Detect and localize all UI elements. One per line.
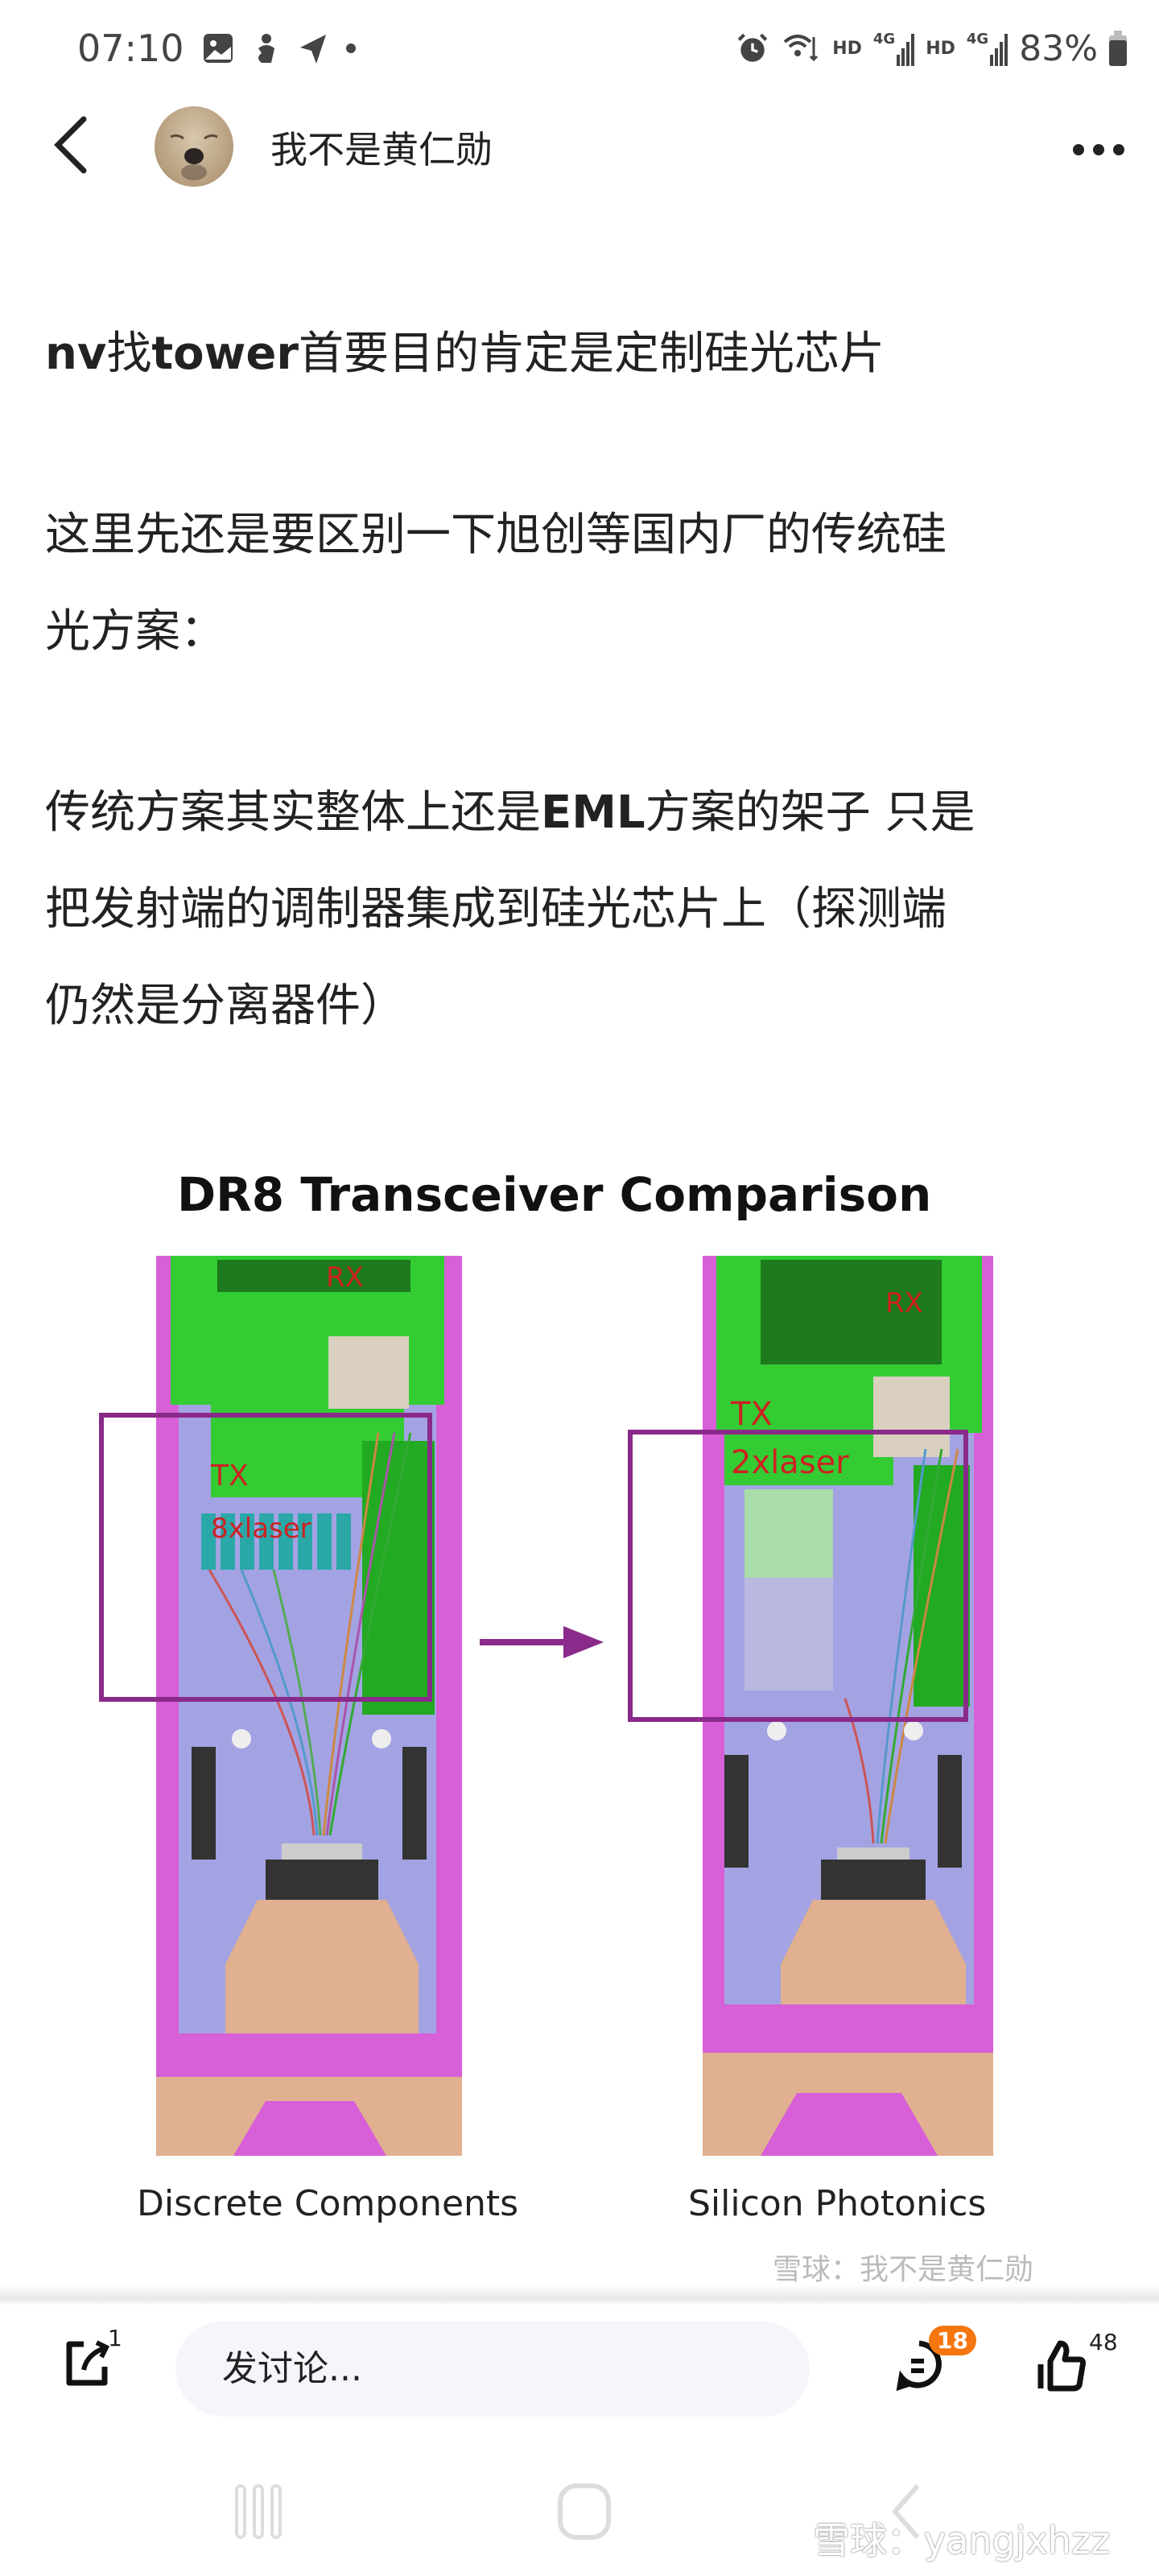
left-connector <box>328 1336 409 1409</box>
text-line: 把发射端的调制器集成到硅光芯片上（探测端 <box>45 883 947 935</box>
app-notification-icon <box>258 34 274 63</box>
figure-title: DR8 Transceiver Comparison <box>177 1167 932 1222</box>
battery-percent: 83% <box>1019 27 1098 69</box>
text-line: 这里先还是要区别一下旭创等国内厂的传统硅 <box>45 509 947 561</box>
comments-button[interactable]: 18 <box>893 2326 976 2395</box>
text: 方案的架子 只是 <box>645 786 975 839</box>
comment-input[interactable]: 发讨论... <box>175 2322 810 2417</box>
left-pcb-side <box>362 1441 435 1715</box>
dot-icon <box>345 43 356 53</box>
right-laser-label: 2xlaser <box>731 1444 849 1481</box>
telegram-icon <box>299 35 326 64</box>
text-line: 仍然是分离器件） <box>45 980 406 1032</box>
user-name[interactable]: 我不是黄仁勋 <box>270 128 493 171</box>
bottom-bar-divider <box>0 2285 1159 2306</box>
left-connector-body <box>225 1900 419 2037</box>
text-line: 光方案： <box>45 605 225 658</box>
discrete-module-drawing: RX TX 8xlaser <box>156 1256 462 2156</box>
more-options-button[interactable] <box>1070 129 1127 166</box>
wifi-icon <box>783 35 819 62</box>
left-laser-label: 8xlaser <box>211 1513 311 1545</box>
hd-label: HD <box>926 38 955 59</box>
hd-signal-icon: 4G <box>872 31 915 66</box>
post-paragraph-1: nv找tower首要目的肯定是定制硅光芯片 <box>45 306 1124 402</box>
hd-label: HD <box>832 38 862 59</box>
right-rx-label: RX <box>885 1287 923 1319</box>
more-horizontal-icon <box>1073 144 1124 155</box>
hd-signal-icon: 4G <box>967 31 1008 66</box>
gallery-icon <box>203 34 233 63</box>
left-fibers <box>208 1432 412 1836</box>
comment-count-badge: 18 <box>929 2326 976 2355</box>
network-label: 4G <box>966 31 989 47</box>
back-button[interactable] <box>45 113 93 177</box>
dog-avatar-image <box>170 134 218 180</box>
text-line: 传统方案其实整体上还是EML方案的架子 只是 <box>45 765 1124 861</box>
left-spring <box>192 1747 216 1860</box>
share-button[interactable]: 1 <box>61 2325 122 2394</box>
text: 找 <box>106 328 152 380</box>
left-laser-array <box>201 1513 351 1570</box>
left-screw <box>372 1729 391 1748</box>
app-watermark: 雪球：yangjxhzz <box>813 2519 1111 2562</box>
left-rx-label: RX <box>326 1261 364 1294</box>
text-bold: nv <box>45 328 107 380</box>
battery-icon <box>1109 31 1127 66</box>
post-paragraph-2: 这里先还是要区别一下旭创等国内厂的传统硅 光方案： <box>45 487 1124 680</box>
arrow-icon <box>480 1626 604 1658</box>
left-rx-chip <box>217 1260 410 1292</box>
avatar[interactable] <box>155 106 233 187</box>
like-button[interactable]: 48 <box>1034 2329 1118 2398</box>
left-spring <box>402 1747 427 1860</box>
image-watermark: 雪球：我不是黄仁勋 <box>773 2253 1034 2286</box>
share-icon <box>66 2340 110 2386</box>
right-highlight-box <box>628 1430 968 1722</box>
like-count: 48 <box>1089 2329 1118 2355</box>
left-tx-label: TX <box>210 1459 249 1492</box>
thumbs-up-icon <box>1037 2340 1086 2392</box>
status-bar-right: HD 4G HD 4G 83% <box>736 23 1127 74</box>
text-bold: EML <box>541 786 645 839</box>
status-bar-left: 07:10 <box>77 23 357 74</box>
right-caption: Silicon Photonics <box>688 2183 987 2224</box>
share-count: 1 <box>108 2325 122 2351</box>
left-highlight-box <box>99 1413 432 1702</box>
left-screw <box>232 1729 251 1748</box>
clock: 07:10 <box>77 27 184 70</box>
transceiver-comparison-image[interactable]: RX TX 8xlaser RX TX 2xlaser <box>0 1143 1159 2286</box>
text: 首要目的肯定是定制硅光芯片 <box>298 328 885 380</box>
recents-icon[interactable] <box>233 2479 285 2544</box>
post-paragraph-3: 传统方案其实整体上还是EML方案的架子 只是 把发射端的调制器集成到硅光芯片上（… <box>45 765 1124 1055</box>
text-bold: tower <box>151 328 299 380</box>
alarm-icon <box>737 33 768 62</box>
right-tx-label: TX <box>730 1396 773 1433</box>
text: 传统方案其实整体上还是 <box>45 786 541 839</box>
silicon-photonics-module-drawing: RX TX 2xlaser <box>703 1256 993 2156</box>
home-icon[interactable] <box>555 2479 613 2544</box>
network-label: 4G <box>872 31 896 47</box>
left-caption: Discrete Components <box>137 2183 519 2224</box>
back-icon[interactable] <box>885 2479 926 2544</box>
